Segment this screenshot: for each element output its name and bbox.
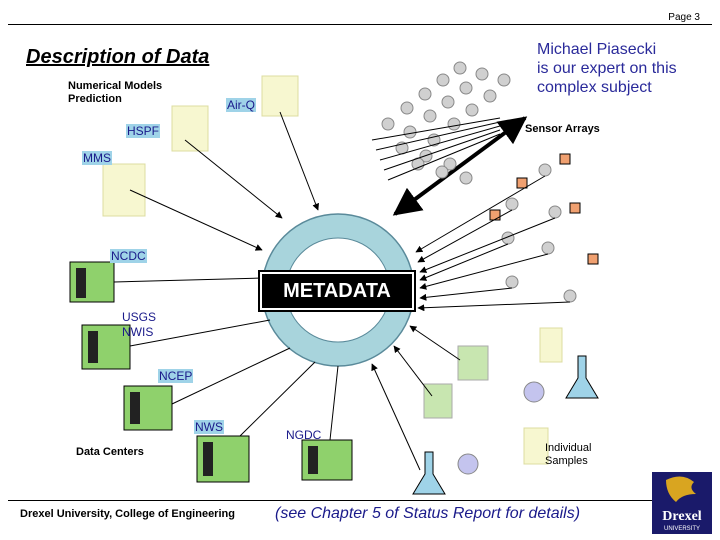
expert-note: Michael Piasecki is our expert on this c…	[537, 41, 677, 96]
mms-label: MMS	[82, 151, 112, 165]
dragon-icon: Drexel UNIVERSITY	[662, 476, 702, 532]
server-links	[113, 277, 339, 441]
svg-text:Drexel: Drexel	[662, 509, 701, 524]
numerical-models-label: Numerical Models Prediction	[68, 80, 163, 105]
sensor-wires	[371, 117, 501, 181]
page-title: Description of Data	[26, 46, 210, 68]
drexel-logo: Drexel UNIVERSITY	[652, 472, 712, 534]
sensor-array-grid	[381, 61, 511, 185]
svg-text:UNIVERSITY: UNIVERSITY	[664, 526, 700, 532]
nws-label: NWS	[194, 420, 224, 434]
sensor-array-arrow	[392, 116, 528, 216]
header-rule	[8, 24, 712, 25]
page-number: Page 3	[668, 12, 700, 23]
footer-rule	[8, 500, 712, 501]
mms-arrow	[129, 189, 263, 251]
sensor-arrays-label: Sensor Arrays	[525, 123, 600, 135]
hspf-label: HSPF	[126, 124, 161, 138]
footer-institution: Drexel University, College of Engineerin…	[20, 508, 235, 520]
air-q-arrow	[279, 111, 319, 211]
data-center-servers	[69, 261, 353, 483]
hspf-arrow	[184, 139, 283, 219]
sample-items	[412, 327, 599, 495]
air-q-card	[261, 75, 299, 117]
data-centers-label: Data Centers	[76, 446, 144, 458]
ncep-label: NCEP	[158, 369, 194, 383]
ngdc-label: NGDC	[286, 428, 322, 442]
footer-reference: (see Chapter 5 of Status Report for deta…	[275, 505, 581, 522]
sample-arrows	[371, 325, 461, 471]
mms-card	[102, 163, 146, 217]
sensor-arrows	[415, 175, 571, 312]
individual-samples-label: Individual Samples	[545, 442, 592, 467]
air-q-label: Air-Q	[226, 98, 256, 112]
ncdc-label: NCDC	[110, 249, 147, 263]
usgs-label: USGS	[122, 310, 157, 324]
metadata-box: METADATA	[260, 272, 414, 310]
speaker-sensors	[489, 153, 599, 303]
nwis-label: NWIS	[122, 325, 154, 339]
